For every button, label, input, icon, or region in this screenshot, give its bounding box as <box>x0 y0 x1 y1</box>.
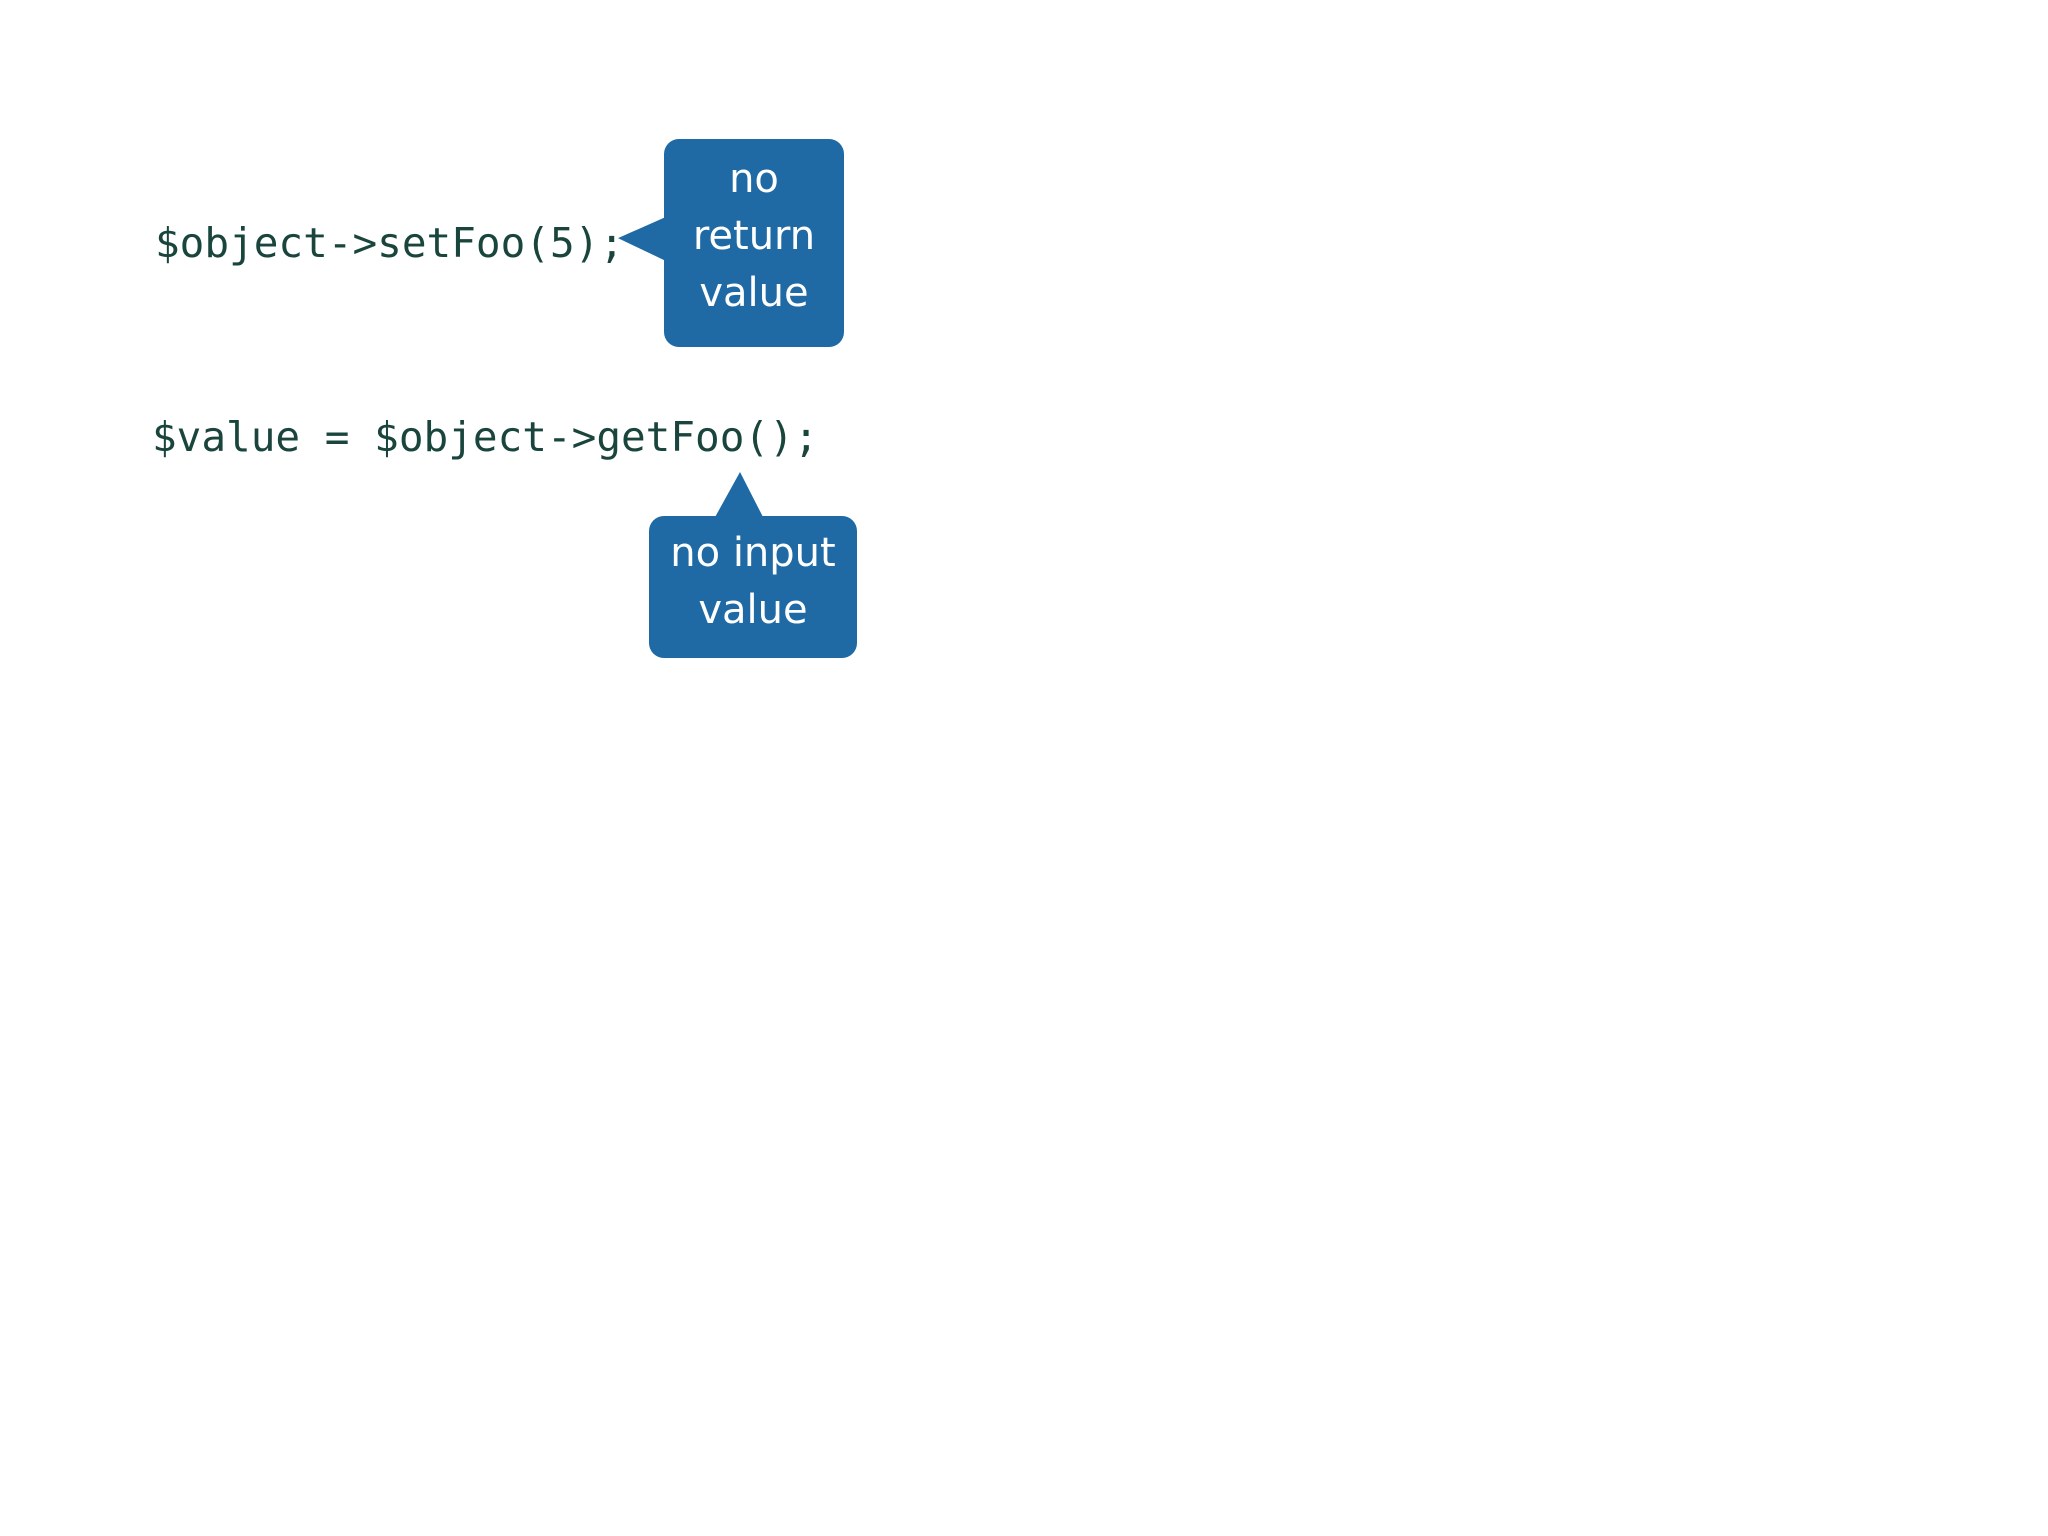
callout-no-input-line-2: value <box>698 587 808 633</box>
callout-no-input-tail-up-icon <box>714 472 764 519</box>
callout-no-input-line-1: no input <box>670 530 836 576</box>
callout-no-input-value: no input value <box>649 516 857 658</box>
callout-no-return-line-2: return <box>692 212 816 259</box>
callout-no-return-tail-left-icon <box>618 216 668 262</box>
callout-no-return-line-1: no <box>729 155 779 202</box>
code-line-setfoo: $object->setFoo(5); <box>155 219 624 267</box>
callout-no-return-value: no return value <box>664 139 844 347</box>
callout-no-return-line-3: value <box>699 269 809 316</box>
code-line-getfoo: $value = $object->getFoo(); <box>152 413 819 461</box>
